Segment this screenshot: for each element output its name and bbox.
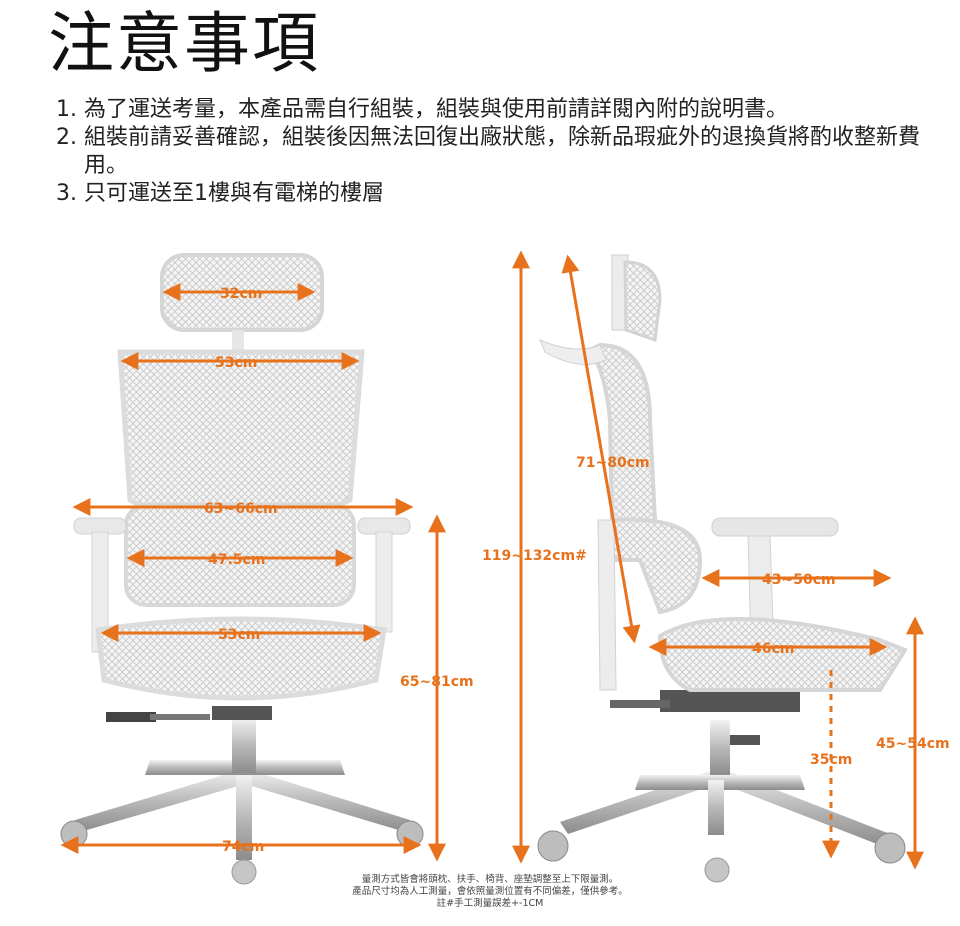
back-height-label: 71~80cm	[576, 455, 650, 471]
dimension-lines	[60, 250, 924, 870]
lumbar-width-label: 47.5cm	[208, 552, 265, 568]
front-base	[60, 706, 424, 885]
note-text: 為了運送考量，本產品需自行組裝，組裝與使用前請詳閱內附的說明書。	[84, 97, 789, 122]
seat-to-floor-label: 35cm	[810, 752, 852, 768]
note-item: 3. 只可運送至1樓與有電梯的樓層	[56, 180, 924, 208]
footnote-line: 產品尺寸均為人工測量，會依照量測位置有不同偏差，僅供參考。	[352, 886, 628, 897]
total-height-label: 119~132cm#	[482, 548, 587, 564]
footnote-line: 量測方式皆會將頭枕、扶手、椅背、座墊調整至上下限量測。	[361, 874, 619, 885]
note-number: 2.	[56, 125, 77, 150]
note-item: 1. 為了運送考量，本產品需自行組裝，組裝與使用前請詳閱內附的說明書。	[56, 96, 924, 124]
seat-height-label: 45~54cm	[876, 736, 950, 752]
dimension-labels: 32cm 53cm 63~66cm 47.5cm 53cm 74cm 65~81…	[204, 286, 950, 855]
seat-width-label: 53cm	[218, 627, 260, 643]
side-chair	[537, 254, 908, 883]
note-item: 2. 組裝前請妥善確認，組裝後因無法回復出廠狀態，除新品瑕疵外的退換貨將酌收整新…	[56, 124, 924, 180]
headrest-width-label: 32cm	[220, 286, 262, 302]
note-text: 只可運送至1樓與有電梯的樓層	[84, 181, 384, 206]
measurement-footnote: 量測方式皆會將頭枕、扶手、椅背、座墊調整至上下限量測。 產品尺寸均為人工測量，會…	[300, 874, 680, 910]
footnote-line: 註#手工測量誤差+-1CM	[436, 898, 544, 909]
chair-dimension-diagram: 32cm 53cm 63~66cm 47.5cm 53cm 74cm 65~81…	[60, 250, 950, 885]
front-armrests	[73, 517, 411, 653]
note-number: 1.	[56, 97, 77, 122]
armrest-span-label: 63~66cm	[204, 501, 278, 517]
seat-depth-label: 46cm	[752, 641, 794, 657]
notes-list: 1. 為了運送考量，本產品需自行組裝，組裝與使用前請詳閱內附的說明書。 2. 組…	[56, 96, 924, 208]
arm-to-back-label: 43~50cm	[762, 572, 836, 588]
backrest-width-label: 53cm	[215, 355, 257, 371]
page-title: 注意事項	[48, 5, 320, 82]
base-width-label: 74cm	[222, 839, 264, 855]
armrest-height-label: 65~81cm	[400, 674, 474, 690]
back-height-arrow	[561, 254, 641, 644]
front-chair	[60, 253, 424, 885]
note-text: 組裝前請妥善確認，組裝後因無法回復出廠狀態，除新品瑕疵外的退換貨將酌收整新費用。	[84, 125, 921, 178]
note-number: 3.	[56, 181, 77, 206]
